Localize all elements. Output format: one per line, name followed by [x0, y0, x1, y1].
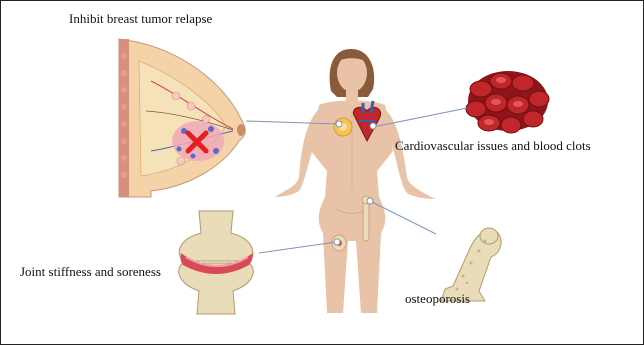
osteoporosis-label: osteoporosis: [405, 291, 470, 307]
joint-label: Joint stiffness and soreness: [20, 264, 161, 280]
human-body-image: [275, 49, 435, 313]
blood-clot-image: [466, 71, 549, 133]
breast-tumor-label: Inhibit breast tumor relapse: [69, 11, 212, 27]
cardiovascular-label: Cardiovascular issues and blood clots: [395, 138, 591, 154]
breast-section-image: [119, 39, 245, 197]
knee-joint-image: [179, 211, 254, 314]
